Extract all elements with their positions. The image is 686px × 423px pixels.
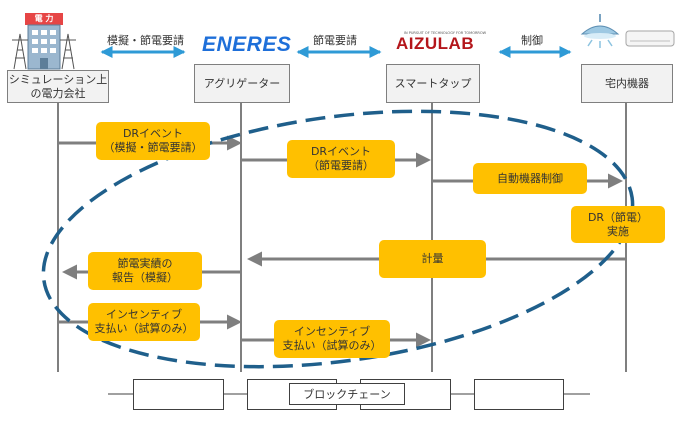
msg-report: 節電実績の 報告（模擬） [88, 252, 202, 290]
msg-metering: 計量 [379, 240, 486, 278]
msg-incentive-2: インセンティブ 支払い（試算のみ） [274, 320, 390, 358]
actor-power-company: シミュレーション上 の電力会社 [7, 70, 109, 103]
scope-ellipse [41, 109, 635, 369]
power-sign: 電 力 [34, 14, 54, 23]
msg-incentive-1: インセンティブ 支払い（試算のみ） [88, 303, 200, 341]
msg-dr-event-1: DRイベント （模擬・節電要請） [96, 122, 210, 160]
aizulab-tagline: IN PURSUIT OF TECHNOLOGY FOR TOMORROW [404, 31, 487, 35]
label-aggregator-tap: 節電要請 [313, 34, 357, 47]
actor-home-devices: 宅内機器 [581, 64, 673, 103]
eneres-logo: ENERES [202, 33, 292, 56]
msg-dr-event-2: DRイベント （節電要請） [287, 140, 395, 178]
blockchain-block-4 [474, 379, 564, 410]
power-tower-icon [12, 33, 76, 70]
air-conditioner-icon [625, 30, 675, 47]
label-power-aggregator: 模擬・節電要請 [107, 34, 184, 47]
msg-auto-control: 自動機器制御 [473, 163, 587, 194]
label-tap-home: 制御 [521, 34, 543, 47]
blockchain-label: ブロックチェーン [289, 383, 405, 405]
actor-aggregator: アグリゲーター [194, 64, 290, 103]
aizulab-logo: AIZULAB [396, 34, 475, 53]
msg-dr-exec: DR（節電） 実施 [571, 206, 665, 243]
blockchain-block-1 [133, 379, 224, 410]
actor-smart-tap: スマートタップ [386, 64, 480, 103]
power-building-icon [25, 13, 63, 70]
ceiling-light-icon [580, 14, 620, 48]
